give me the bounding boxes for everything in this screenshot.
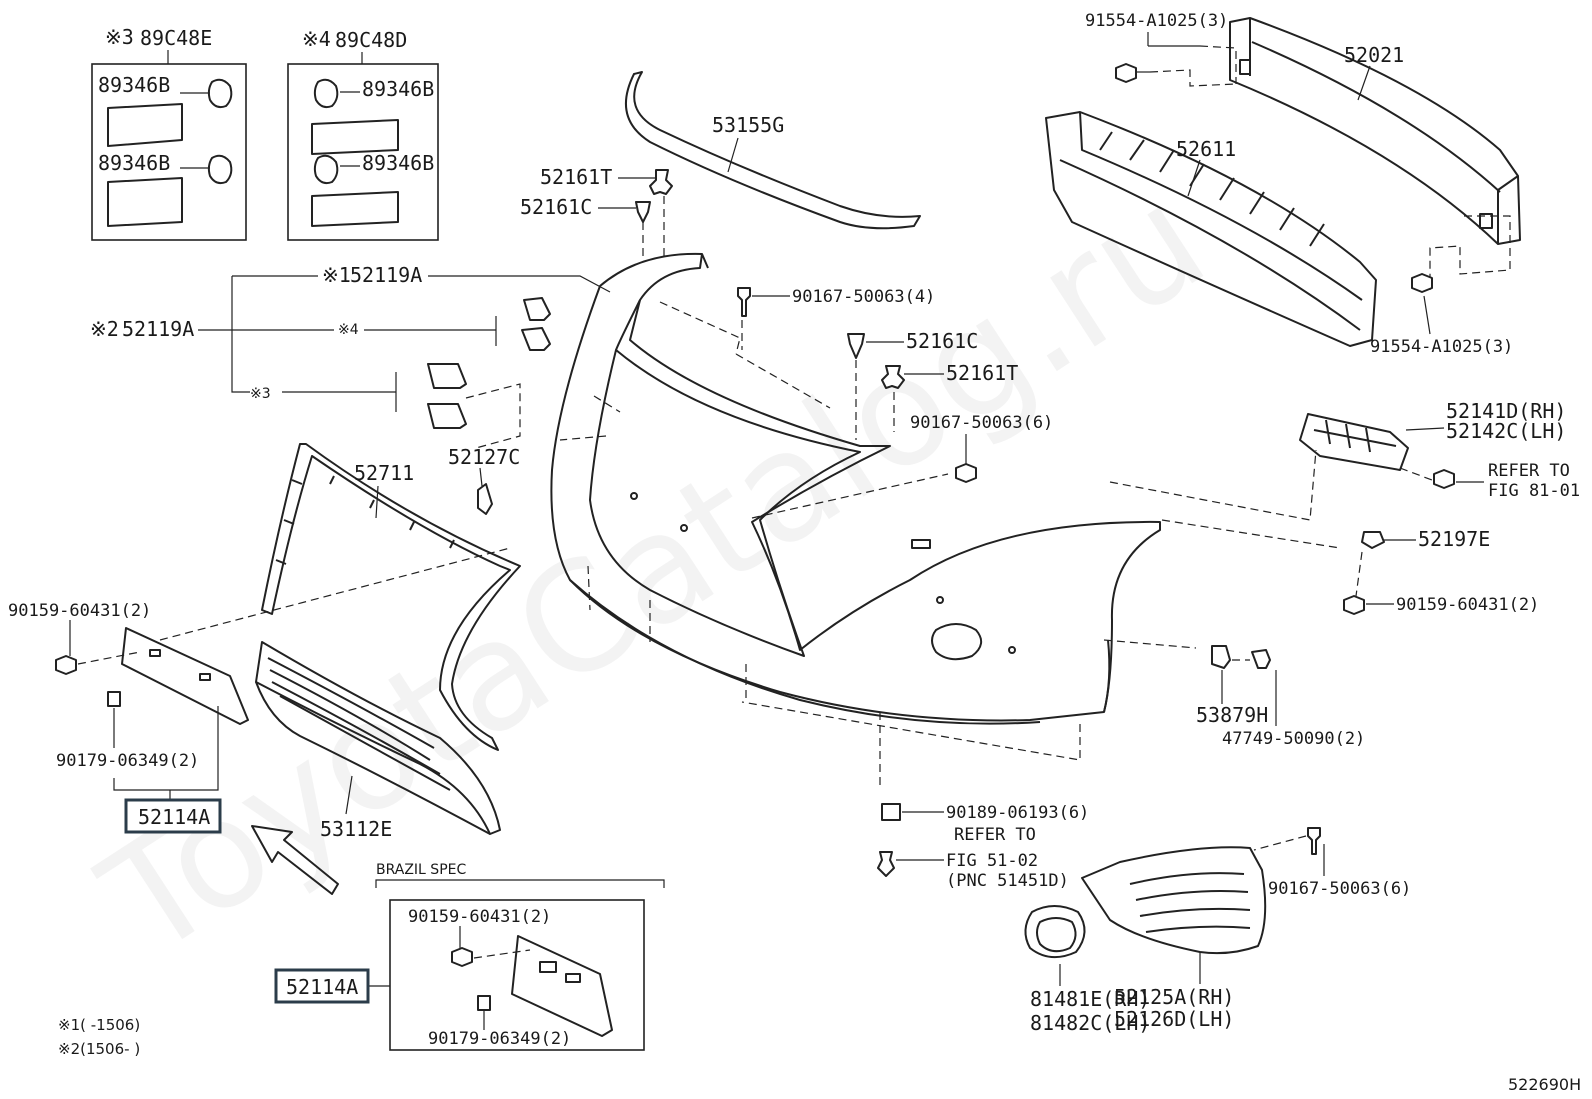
label-52711: 52711 (354, 461, 414, 485)
brazil-clip: 90179-06349(2) (428, 1029, 571, 1049)
label-52114A-main: 52114A (138, 805, 210, 829)
brazil-bolt: 90159-60431(2) (408, 907, 551, 927)
brazil-assembly: 52114A (286, 975, 358, 999)
label-53155G: 53155G (712, 113, 784, 137)
inset-right-code: 89C48D (335, 28, 407, 52)
label-81481E: 81481E(RH) (1030, 987, 1150, 1011)
label-52161T-top: 52161T (540, 165, 612, 189)
label-90159-left: 90159-60431(2) (8, 601, 151, 621)
label-52142C: 52142C(LH) (1446, 419, 1566, 443)
direction-arrow (251, 825, 339, 895)
label-90167-6-low: 90167-50063(6) (1268, 879, 1411, 899)
footnote-2: ※2(1506- ) (58, 1040, 140, 1058)
mark4: ※4 (338, 322, 359, 338)
label-53879H: 53879H (1196, 703, 1268, 727)
label-52127C: 52127C (448, 445, 520, 469)
refer-51-c: (PNC 51451D) (946, 871, 1069, 891)
label-52611: 52611 (1176, 137, 1236, 161)
fog-cover-52125A: 90167-50063(6) 52125A(RH) 52126D(LH) (1081, 827, 1411, 1031)
bracket-53879H: 53879H 47749-50090(2) (1196, 645, 1365, 749)
refer-81-a: REFER TO (1488, 461, 1570, 481)
refer-51-a: REFER TO (954, 825, 1036, 845)
inset-right-part-a: 89346B (362, 77, 434, 101)
label-53112E: 53112E (320, 817, 392, 841)
bumper-cover (550, 252, 1341, 790)
inset-right-mark: ※4 (302, 27, 331, 51)
highlight-52114A-brazil (274, 968, 370, 1004)
grille-frame-52711: 52711 (261, 443, 521, 751)
watermark: ToyotaCatalog.ru (74, 153, 1234, 991)
bolt-91554-top: 91554-A1025(3) (1085, 11, 1237, 87)
clips-mid: 90167-50063(4) 52161C 52161T 90167-50063… (448, 287, 1053, 515)
brazil-title: BRAZIL SPEC (376, 862, 466, 878)
figure-code: 522690H (1508, 1075, 1581, 1094)
footnote-1: ※1( -1506) (58, 1016, 140, 1034)
label-90167-4: 90167-50063(4) (792, 287, 935, 307)
inset-left-mark: ※3 (105, 25, 134, 49)
bolt-91554-bottom: 91554-A1025(3) (1370, 215, 1513, 357)
label-52125A: 52125A(RH) (1114, 985, 1234, 1009)
label-90179-left: 90179-06349(2) (56, 751, 199, 771)
refer-81-b: FIG 81-01 (1488, 481, 1580, 501)
label-52119A-2: 52119A (122, 317, 194, 341)
mark1: ※1 (322, 263, 351, 287)
absorber-52611: 52611 (1045, 111, 1377, 347)
label-91554-bottom: 91554-A1025(3) (1370, 337, 1513, 357)
label-52126D: 52126D(LH) (1114, 1007, 1234, 1031)
plate-bracket-left: 90159-60431(2) 90179-06349(2) 52114A (8, 547, 511, 834)
inset-left-part-b: 89346B (98, 151, 170, 175)
inset-left-code: 89C48E (140, 26, 212, 50)
label-52119A-1: 52119A (350, 263, 422, 287)
inset-left-part-a: 89346B (98, 73, 170, 97)
label-91554-top: 91554-A1025(3) (1085, 11, 1228, 31)
lower-grille-53112E: 53112E (255, 641, 501, 841)
label-52161C-mid: 52161C (906, 329, 978, 353)
inset-right-part-b: 89346B (362, 151, 434, 175)
reinforcement-52021: 52021 (1229, 17, 1521, 245)
label-52021: 52021 (1344, 43, 1404, 67)
label-52141D: 52141D(RH) (1446, 399, 1566, 423)
inset-89C48E: ※3 89C48E 89346B 89346B (91, 25, 247, 241)
bracket-52119A: ※1 52119A ※2 52119A ※4 ※3 (90, 263, 611, 449)
mark3: ※3 (250, 386, 271, 402)
clips-top: 52161T 52161C (520, 165, 673, 262)
retainer-52141D: 52141D(RH) 52142C(LH) REFER TO FIG 81-01 (1299, 399, 1580, 501)
label-90189: 90189-06193(6) (946, 803, 1089, 823)
brazil-spec-box: BRAZIL SPEC 90159-60431(2) 90179-06349(2… (274, 862, 665, 1051)
label-52161C-top: 52161C (520, 195, 592, 219)
mark2: ※2 (90, 317, 119, 341)
fog-ring-81481E: 81481E(RH) 81482C(LH) (1024, 905, 1150, 1035)
highlight-52114A-main (124, 798, 222, 834)
trim-53155G: 53155G (625, 71, 921, 230)
refer-51-b: FIG 51-02 (946, 851, 1038, 871)
label-52161T-mid: 52161T (946, 361, 1018, 385)
label-90159-right: 90159-60431(2) (1396, 595, 1539, 615)
label-81482C: 81482C(LH) (1030, 1011, 1150, 1035)
label-90167-6-mid: 90167-50063(6) (910, 413, 1053, 433)
clip-52197E: 52197E 90159-60431(2) (1343, 527, 1539, 615)
clips-bottom: 90189-06193(6) REFER TO FIG 51-02 (PNC 5… (877, 803, 1089, 891)
label-47749: 47749-50090(2) (1222, 729, 1365, 749)
inset-89C48D: ※4 89C48D 89346B 89346B (287, 27, 439, 241)
label-52197E: 52197E (1418, 527, 1490, 551)
